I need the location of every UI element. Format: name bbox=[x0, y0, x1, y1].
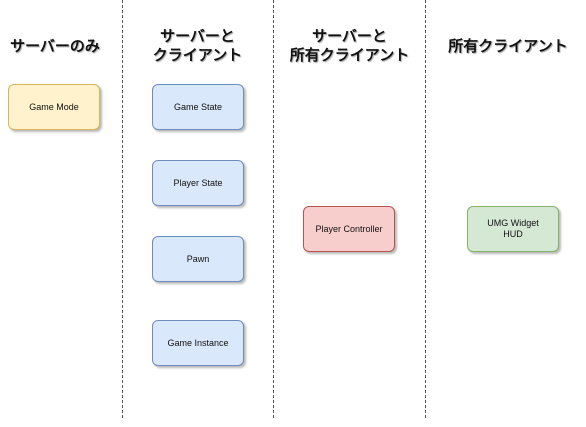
column-divider-1 bbox=[122, 0, 123, 418]
column-divider-3 bbox=[425, 0, 426, 418]
node-pawn: Pawn bbox=[152, 236, 244, 282]
column-divider-2 bbox=[273, 0, 274, 418]
column-header-owning-client: 所有クライアント bbox=[448, 37, 568, 55]
node-player-state: Player State bbox=[152, 160, 244, 206]
node-player-controller: Player Controller bbox=[303, 206, 395, 252]
column-header-server-and-client: サーバーと クライアント bbox=[152, 27, 243, 64]
node-game-instance: Game Instance bbox=[152, 320, 244, 366]
node-umg-widget-hud: UMG Widget HUD bbox=[467, 206, 559, 252]
node-game-mode: Game Mode bbox=[8, 84, 100, 130]
node-game-state: Game State bbox=[152, 84, 244, 130]
column-header-server-and-owning-client: サーバーと 所有クライアント bbox=[289, 27, 410, 64]
column-header-server-only: サーバーのみ bbox=[10, 37, 100, 55]
